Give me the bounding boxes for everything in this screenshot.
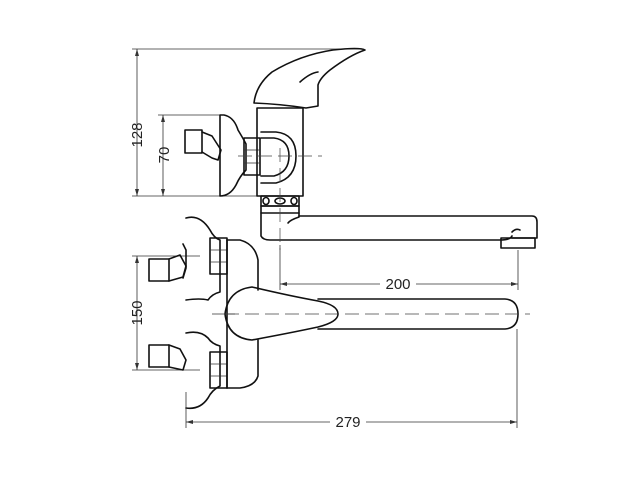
dim-128-label: 128 [129, 122, 146, 147]
dim-150-label: 150 [129, 300, 146, 325]
plan-view [132, 216, 530, 428]
side-elevation-view [132, 47, 538, 250]
dim-279-label: 279 [335, 414, 360, 431]
dim-200-label: 200 [385, 276, 410, 293]
dim-70-label: 70 [156, 147, 173, 164]
